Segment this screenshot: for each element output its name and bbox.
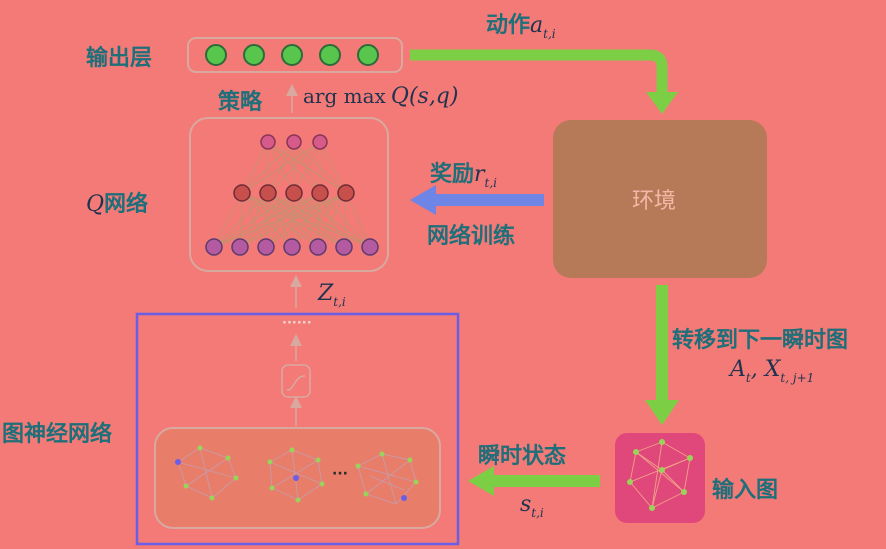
argmax-text: arg max: [303, 84, 386, 108]
a-t-symbol: A: [730, 357, 746, 382]
transition-label: 转移到下一瞬时图: [672, 328, 849, 353]
action-text: 动作: [486, 13, 531, 38]
mini-graph-2: [267, 447, 325, 503]
training-arrowhead: [410, 185, 436, 215]
s-symbol: s: [520, 492, 532, 517]
action-arrowhead: [646, 92, 678, 114]
action-label: 动作at,i: [486, 7, 556, 41]
instant-state-label: 瞬时状态: [478, 444, 567, 469]
top-ellipsis: ······: [282, 316, 312, 331]
a-t-subscript: t: [745, 371, 751, 385]
output-neurons: [205, 44, 379, 66]
transition-arrowhead: [645, 400, 679, 425]
action-symbol: a: [530, 13, 544, 38]
x-symbol: X: [764, 357, 781, 382]
q-network-connections: [213, 141, 371, 248]
action-subscript: t,i: [543, 27, 556, 41]
mini-graph-1: [175, 445, 239, 501]
reward-label: 奖励rt,i: [430, 156, 497, 190]
transition-arrow-shaft: [656, 285, 668, 403]
gnn-label: 图神经网络: [2, 422, 113, 447]
q-network-text: 网络: [104, 192, 149, 217]
q-network-input-neurons: [205, 238, 379, 256]
state-symbol-label: st,i: [520, 492, 544, 520]
q-network-output-neurons: [260, 134, 328, 150]
action-arrow: [410, 49, 668, 95]
s-subscript: t,i: [531, 506, 544, 520]
input-graph-edges: [629, 441, 691, 509]
reward-subscript: t,i: [484, 176, 498, 190]
input-graph-label: 输入图: [712, 478, 779, 503]
graph-ellipsis: ···: [332, 466, 348, 482]
argmax-label: arg max Q(s,q): [303, 84, 458, 109]
training-arrow-shaft: [432, 194, 544, 206]
aggregation-curve: [286, 375, 306, 391]
output-layer-box: [187, 37, 403, 73]
formula-comma: ,: [750, 357, 765, 382]
network-training-label: 网络训练: [427, 224, 516, 249]
environment-label: 环境: [632, 189, 677, 214]
reward-text: 奖励: [430, 162, 475, 187]
state-arrow-shaft: [490, 475, 600, 487]
q-network-label: Q网络: [86, 186, 148, 218]
z-symbol: Z: [318, 281, 334, 306]
x-subscript: t, j+1: [780, 371, 815, 385]
state-arrowhead: [468, 466, 494, 496]
input-graph-nodes: [627, 439, 693, 511]
z-subscript: t,i: [333, 295, 346, 309]
output-layer-label: 输出层: [86, 46, 153, 71]
q-network-box: [189, 117, 389, 272]
z-label: Zt,i: [318, 281, 346, 309]
transition-formula: At, Xt, j+1: [730, 357, 814, 385]
q-expression: Q(s,q): [390, 84, 459, 109]
environment-box: [553, 120, 767, 278]
policy-label: 策略: [218, 90, 263, 115]
q-network-hidden-neurons: [233, 184, 355, 202]
gnn-box: [135, 312, 460, 546]
q-symbol: Q: [86, 192, 105, 217]
mini-graph-3: [355, 451, 419, 505]
reward-symbol: r: [474, 162, 485, 187]
